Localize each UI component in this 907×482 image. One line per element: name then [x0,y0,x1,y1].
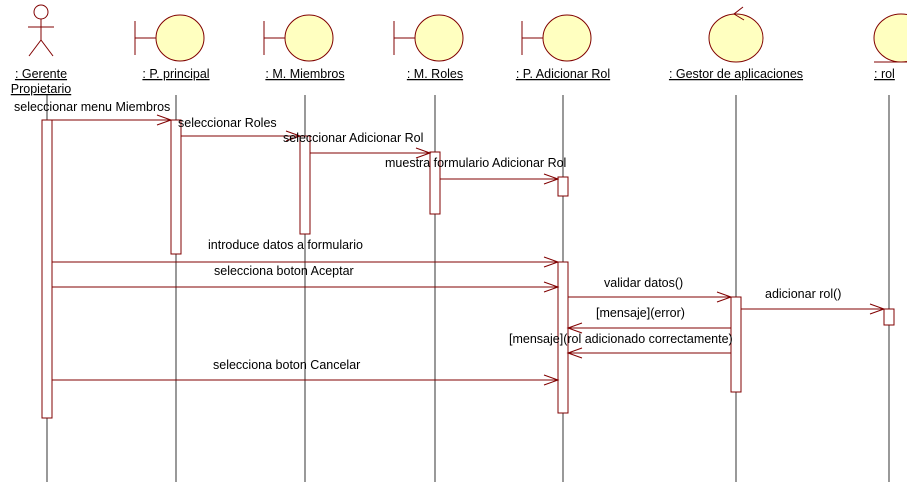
message-label: selecciona boton Aceptar [214,264,354,278]
activation-bar [299,135,311,235]
activation-bar [429,151,441,215]
message-label: [mensaje](rol adicionado correctamente) [509,332,733,346]
message: [mensaje](error) [566,306,731,334]
lifeline-label-line2: Propietario [11,82,71,96]
message-label: adicionar rol() [765,287,841,301]
message: introduce datos a formulario [52,238,560,268]
boundary-icon [521,14,592,62]
message: seleccionar Adicionar Rol [283,131,432,159]
lifeline-label: : M. Roles [407,67,463,81]
boundary-icon [393,14,464,62]
messages: seleccionar menu Miembros seleccionar Rol… [14,100,886,386]
message: seleccionar menu Miembros [14,100,173,126]
message: selecciona boton Cancelar [52,358,560,386]
message-label: [mensaje](error) [596,306,685,320]
message-label: seleccionar Adicionar Rol [283,131,423,145]
lifeline-label: : P. Adicionar Rol [516,67,610,81]
activation-bars [41,119,895,419]
message: validar datos() [568,276,733,303]
arrowhead-icon [543,374,560,386]
message: seleccionar Roles [178,116,302,142]
arrowhead-icon [566,347,583,359]
lifeline-rol: : rol [873,13,907,482]
arrowhead-icon [543,256,560,268]
message: selecciona boton Aceptar [52,264,560,293]
activation-bar [883,308,895,326]
activation-bar [730,296,742,393]
message: adicionar rol() [741,287,886,315]
arrowhead-icon [716,291,733,303]
message-label: selecciona boton Cancelar [213,358,360,372]
message-label: validar datos() [604,276,683,290]
arrowhead-icon [543,281,560,293]
activation-bar [557,176,569,197]
lifeline-mroles: : M. Roles [393,14,464,482]
actor-icon [28,4,54,57]
lifeline-label: : P. principal [142,67,209,81]
message-label: seleccionar menu Miembros [14,100,170,114]
lifeline-label: : Gerente [15,67,67,81]
arrowhead-icon [566,322,583,334]
activation-bar [170,119,182,255]
boundary-icon [263,14,334,62]
boundary-icon [134,14,205,62]
message: muestra formulario Adicionar Rol [385,156,566,185]
message-label: muestra formulario Adicionar Rol [385,156,566,170]
arrowhead-icon [285,130,302,142]
activation-bar [41,119,53,419]
control-icon [708,6,764,63]
lifeline-label: : rol [874,67,895,81]
message-label: seleccionar Roles [178,116,277,130]
lifeline-padicionar: : P. Adicionar Rol [516,14,610,482]
lifeline-gestor: : Gestor de aplicaciones [669,6,803,482]
lifeline-label: : Gestor de aplicaciones [669,67,803,81]
arrowhead-icon [156,114,173,126]
arrowhead-icon [543,173,560,185]
entity-icon [873,13,907,63]
message: [mensaje](rol adicionado correctamente) [509,332,733,359]
message-label: introduce datos a formulario [208,238,363,252]
arrowhead-icon [869,303,886,315]
activation-bar [557,261,569,414]
lifeline-label: : M. Miembros [265,67,344,81]
arrowhead-icon [415,147,432,159]
